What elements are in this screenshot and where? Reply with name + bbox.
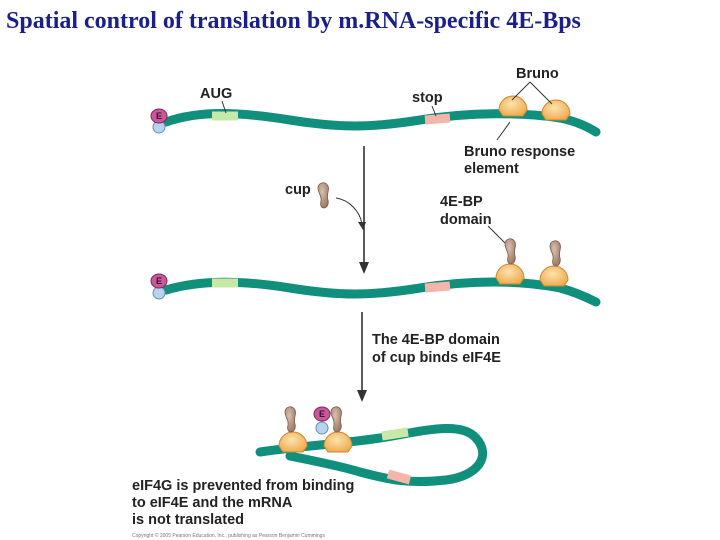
- copyright-credit: Copyright © 2005 Pearson Education, Inc.…: [132, 532, 325, 539]
- step2-caption-line1: The 4E-BP domain: [372, 332, 500, 348]
- step2-caption-line2: of cup binds eIF4E: [372, 350, 501, 366]
- bruno-protein-icon: [541, 99, 571, 121]
- cup-icon: [284, 406, 296, 433]
- bruno-label: Bruno: [516, 66, 559, 82]
- eif4e-letter: E: [156, 276, 162, 286]
- eif4e-letter: E: [156, 111, 162, 121]
- arrow-step1-to-step2: [359, 146, 369, 274]
- cup-icon: [504, 238, 516, 265]
- result-caption-line3: is not translated: [132, 512, 244, 528]
- bruno-protein-icon: [498, 95, 528, 117]
- cup-icon: [330, 406, 342, 433]
- mrna-step3-looped: [255, 424, 487, 487]
- cap-eif4e-step1: E: [150, 108, 168, 134]
- bre-label-line1: Bruno response: [464, 144, 575, 160]
- cap-icon: [152, 286, 166, 300]
- cup-icon: [549, 240, 561, 267]
- aug-label: AUG: [200, 86, 232, 102]
- eif4e-icon: [150, 273, 168, 289]
- fourebp-label-line2: domain: [440, 212, 492, 228]
- eif4e-icon: [150, 108, 168, 124]
- stop-codon-segment: [424, 281, 451, 293]
- bruno-proteins-step1: [498, 95, 571, 121]
- eif4e-letter: E: [319, 409, 325, 419]
- cup-binding-arrow: [335, 197, 363, 225]
- stop-label: stop: [412, 90, 443, 106]
- repressed-complex-step3: E: [278, 406, 353, 453]
- bruno-protein-icon: [278, 431, 308, 453]
- mrna-step1: [161, 109, 601, 137]
- eif4e-icon: [313, 406, 331, 422]
- bruno-cup-complex-step2: [495, 238, 569, 287]
- cup-protein-free: [317, 182, 329, 209]
- cap-icon: [315, 421, 329, 435]
- stop-codon-segment: [424, 113, 451, 125]
- bruno-protein-icon: [495, 263, 525, 285]
- stop-codon-segment: [386, 469, 412, 485]
- bre-label-line2: element: [464, 161, 519, 177]
- mrna-step2: [161, 277, 601, 307]
- cup-label: cup: [285, 182, 311, 198]
- cap-eif4e-step2: E: [150, 273, 168, 300]
- result-caption-line2: to eIF4E and the mRNA: [132, 495, 293, 511]
- aug-codon-segment: [381, 427, 409, 441]
- fourebp-label-line1: 4E-BP: [440, 194, 483, 210]
- cup-icon: [317, 182, 329, 209]
- result-caption-line1: eIF4G is prevented from binding: [132, 478, 354, 494]
- arrow-step2-to-step3: [357, 312, 367, 402]
- bruno-protein-icon: [323, 431, 353, 453]
- bruno-protein-icon: [539, 265, 569, 287]
- slide-title: Spatial control of translation by m.RNA-…: [6, 8, 581, 34]
